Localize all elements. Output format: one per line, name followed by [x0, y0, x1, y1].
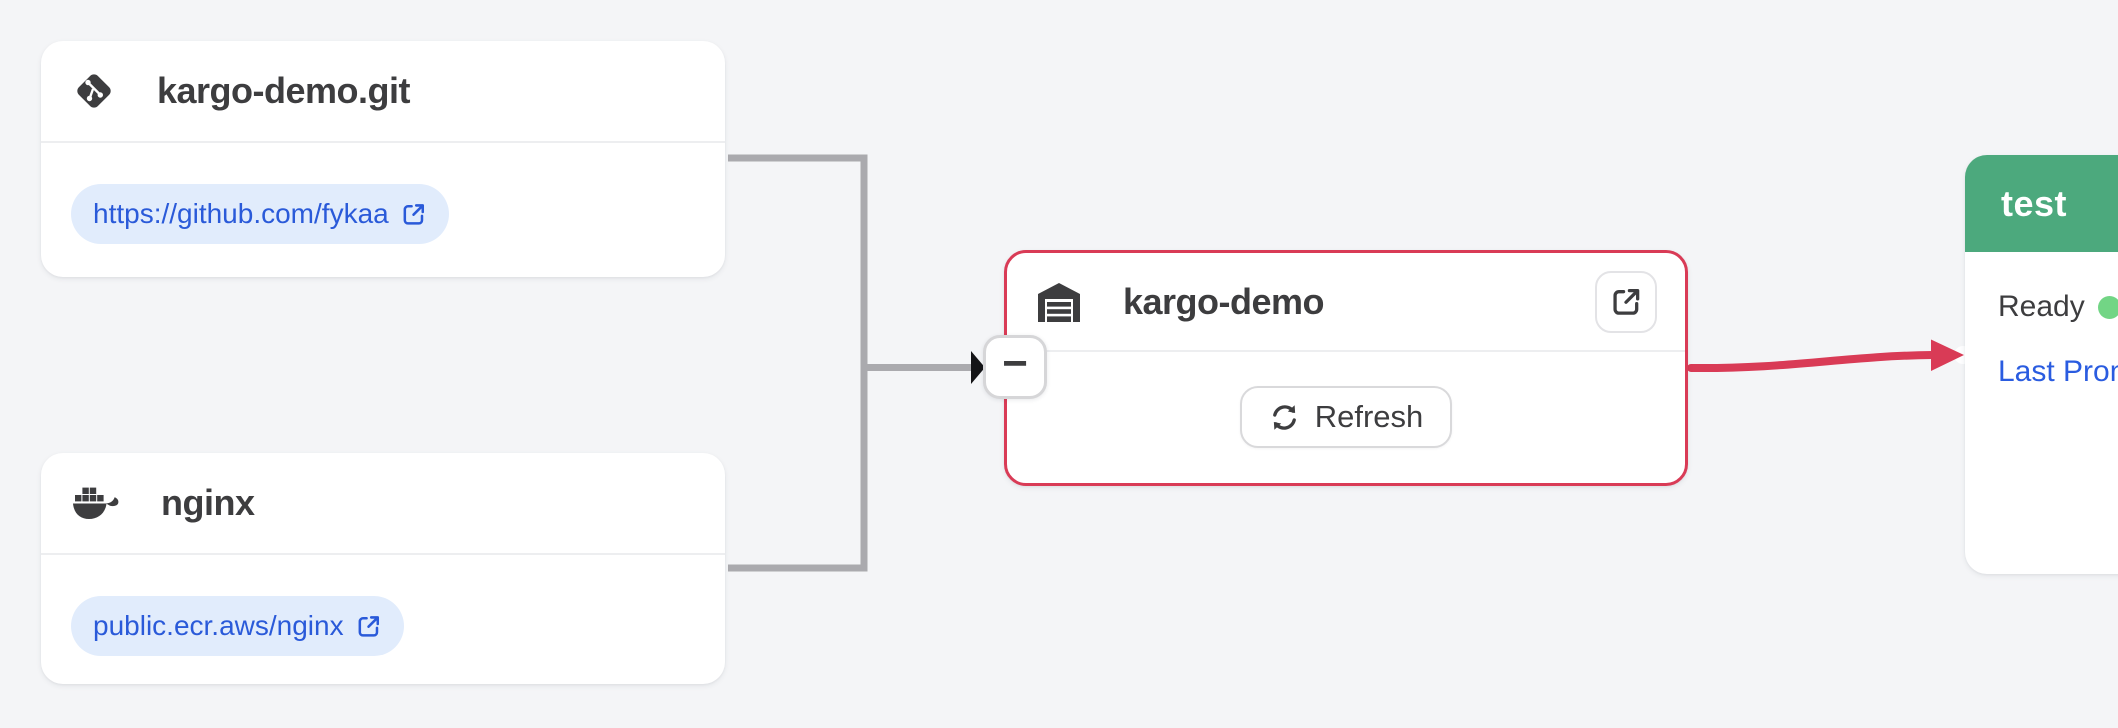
- warehouse-node[interactable]: kargo-demo: [1004, 250, 1688, 486]
- image-repo-url-link[interactable]: public.ecr.aws/nginx: [71, 596, 404, 656]
- stage-node-test[interactable]: test Ready Last Prom: [1965, 155, 2118, 574]
- stage-status-dot: [2097, 295, 2118, 319]
- warehouse-icon: [1035, 280, 1083, 324]
- external-link-icon: [1609, 285, 1643, 319]
- stage-status-label: Ready: [1998, 290, 2085, 323]
- collapse-subscriptions-button[interactable]: −: [983, 335, 1047, 399]
- git-repo-url-text: https://github.com/fykaa: [93, 198, 389, 229]
- warehouse-node-header: kargo-demo: [1007, 253, 1685, 350]
- image-repo-title: nginx: [161, 482, 255, 523]
- warehouse-title: kargo-demo: [1123, 280, 1325, 322]
- divider: [41, 141, 725, 143]
- external-link-icon: [400, 201, 427, 228]
- promotion-edge: [1687, 351, 1936, 373]
- promotion-edge-arrowhead: [1931, 339, 1964, 371]
- git-repo-title: kargo-demo.git: [157, 70, 411, 111]
- git-repo-url-link[interactable]: https://github.com/fykaa: [71, 184, 449, 244]
- image-repo-node[interactable]: nginx public.ecr.aws/nginx: [41, 453, 725, 684]
- warehouse-details-button[interactable]: [1595, 270, 1657, 333]
- divider: [41, 553, 725, 555]
- last-promotion-link[interactable]: Last Prom: [1998, 355, 2118, 388]
- docker-icon: [71, 485, 121, 521]
- divider: [1007, 350, 1685, 352]
- refresh-icon: [1269, 402, 1300, 433]
- refresh-button-label: Refresh: [1314, 399, 1424, 434]
- stage-title: test: [2001, 182, 2068, 224]
- git-repo-node-header: kargo-demo.git: [41, 41, 725, 141]
- git-repo-node[interactable]: kargo-demo.git https://github.com/fykaa: [41, 41, 725, 277]
- subscription-edge-arrowhead: [971, 351, 985, 384]
- git-icon: [71, 68, 117, 114]
- image-repo-url-text: public.ecr.aws/nginx: [93, 610, 344, 641]
- stage-node-header: test: [1965, 155, 2118, 252]
- refresh-button[interactable]: Refresh: [1239, 386, 1453, 448]
- subscription-edge: [728, 154, 971, 572]
- stage-status-row: Ready: [1998, 290, 2118, 324]
- external-link-icon: [355, 613, 382, 640]
- minus-icon: −: [1002, 339, 1028, 388]
- image-repo-node-header: nginx: [41, 453, 725, 553]
